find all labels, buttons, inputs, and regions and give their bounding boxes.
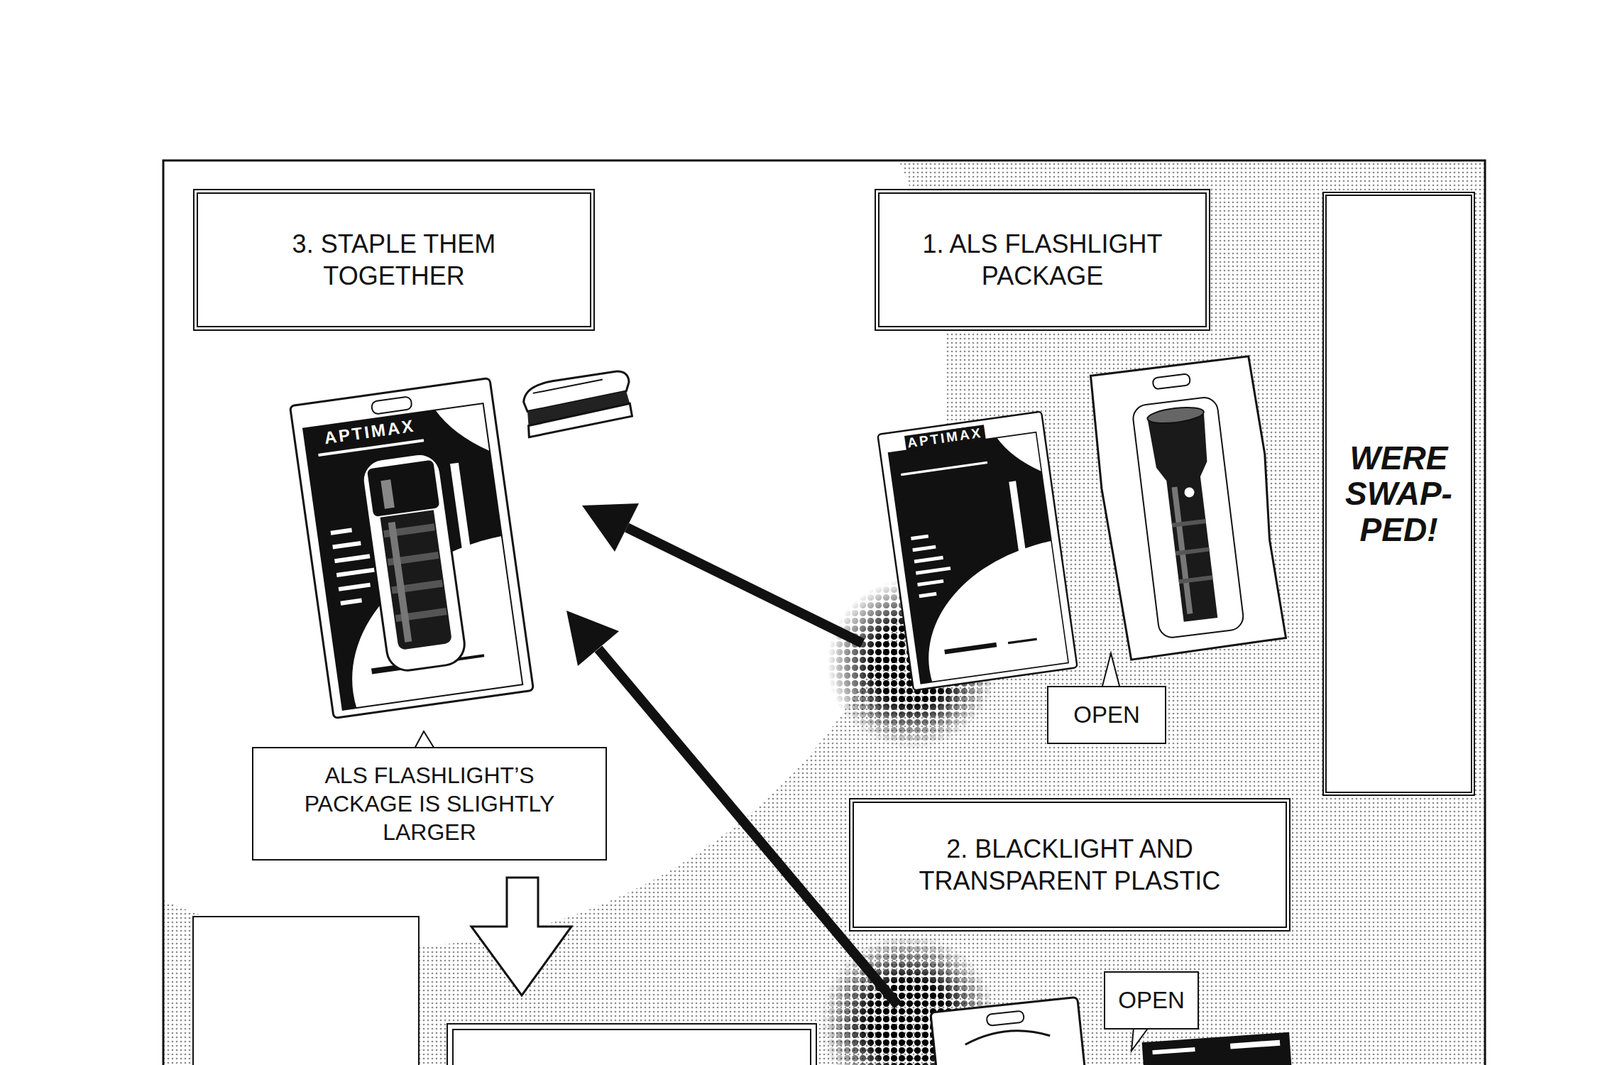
caption-box: 1. ALS FLASHLIGHT PACKAGE [874, 188, 1211, 331]
caption-box: 2. BLACKLIGHT AND TRANSPARENT PLASTIC [848, 797, 1291, 932]
caption-box: 3. STAPLE THEM TOGETHER [193, 188, 595, 331]
caption-text: 2. BLACKLIGHT AND TRANSPARENT PLASTIC [892, 832, 1248, 897]
exclamation-box: WERE SWAP- PED! [1322, 191, 1476, 796]
caption-text: OPEN [1118, 985, 1185, 1015]
speech-callout: ALS FLASHLIGHT’S PACKAGE IS SLIGHTLY LAR… [251, 746, 607, 861]
speech-callout: OPEN [1047, 685, 1167, 744]
caption-text: 1. ALS FLASHLIGHT PACKAGE [893, 227, 1192, 292]
caption-text: 3. STAPLE THEM TOGETHER [273, 227, 515, 292]
caption-text: OPEN [1073, 699, 1141, 730]
brand-label: APTIMAX [320, 415, 419, 449]
speech-callout: OPEN [1103, 971, 1199, 1030]
caption-text: ALS FLASHLIGHT’S PACKAGE IS SLIGHTLY LAR… [294, 760, 565, 847]
caption-text: WERE SWAP- PED! [1335, 440, 1463, 549]
brand-label: APTIMAX [904, 424, 986, 451]
